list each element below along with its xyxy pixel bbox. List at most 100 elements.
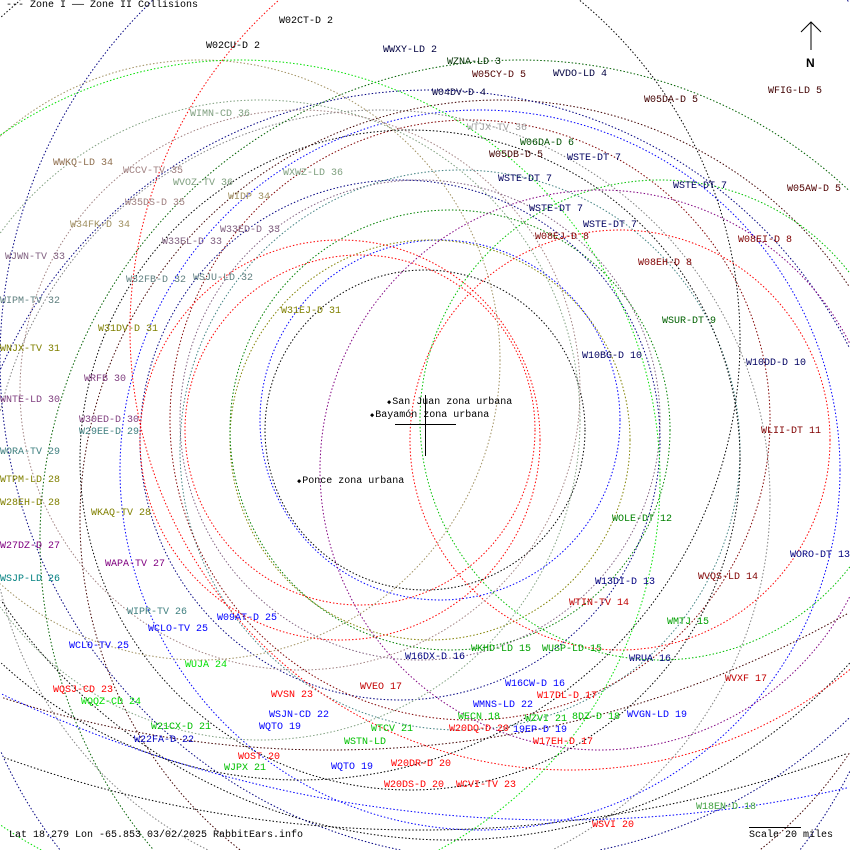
station-label[interactable]: WNJX-TV 31	[0, 344, 61, 355]
station-label[interactable]: 19EP-D 19	[513, 725, 568, 736]
station-label[interactable]: WIPR-TV 26	[127, 607, 188, 618]
station-label[interactable]: WMTJ 15	[667, 617, 710, 628]
station-label[interactable]: WSTN-LD	[344, 737, 387, 748]
station-label[interactable]: WVGN-LD 19	[627, 710, 688, 721]
station-label[interactable]: W30ED-D 30	[79, 415, 140, 426]
station-label[interactable]: WVQS-LD 14	[698, 572, 759, 583]
station-label[interactable]: WQTO 19	[259, 722, 302, 733]
station-label[interactable]: WMNS-LD 22	[473, 700, 534, 711]
station-label[interactable]: WJPX 21	[224, 763, 267, 774]
station-label[interactable]: W05CY-D 5	[472, 70, 527, 81]
station-label[interactable]: W22FA-D 22	[134, 735, 195, 746]
station-label[interactable]: WORA-TV 29	[0, 447, 61, 458]
station-label[interactable]: W31EJ-D 31	[281, 306, 342, 317]
station-label[interactable]: WQTO 19	[331, 762, 374, 773]
station-label[interactable]: WSJP-LD 26	[0, 574, 61, 585]
station-label[interactable]: W13DI-D 13	[595, 577, 656, 588]
station-label[interactable]: W21CX-D 21	[151, 722, 212, 733]
station-label[interactable]: WNTE-LD 30	[0, 395, 61, 406]
station-label[interactable]: WQQZ-CD 24	[81, 697, 142, 708]
station-label[interactable]: WTIN-TV 14	[569, 598, 630, 609]
station-label[interactable]: W05DA-D 5	[644, 95, 699, 106]
coverage-arc	[0, 599, 850, 841]
station-label[interactable]: WVSN 23	[271, 690, 314, 701]
station-label[interactable]: W28EH-D 28	[0, 498, 61, 509]
station-label[interactable]: WSUR-DT 9	[662, 316, 717, 327]
station-label[interactable]: WCLO-TV 25	[69, 641, 130, 652]
station-label[interactable]: WTCV 21	[371, 724, 414, 735]
station-label[interactable]: WTPM-LD 28	[0, 475, 61, 486]
station-label[interactable]: W09AT-D 25	[217, 613, 278, 624]
station-label[interactable]: W04DV-D 4	[432, 88, 487, 99]
station-label[interactable]: WUSP-LD 15	[542, 644, 603, 655]
station-label[interactable]: WJWN-TV 33	[5, 252, 66, 263]
station-label[interactable]: WORO-DT 13	[790, 550, 850, 561]
station-label[interactable]: W05AW-D 5	[787, 184, 842, 195]
station-label[interactable]: W08EJ-D 8	[535, 232, 590, 243]
station-label[interactable]: WSTE-DT 7	[567, 153, 622, 164]
station-label[interactable]: 8DZ-D 18	[572, 712, 621, 723]
station-label[interactable]: WOST 20	[238, 752, 281, 763]
station-label[interactable]: WWXY-LD 2	[383, 45, 438, 56]
station-label[interactable]: W31DV-D 31	[98, 324, 159, 335]
station-label[interactable]: W05DB-D 5	[489, 150, 544, 161]
station-label[interactable]: W27DZ-D 27	[0, 541, 61, 552]
station-label[interactable]: WVDO-LD 4	[553, 69, 608, 80]
station-label[interactable]: WCCV-TV 35	[123, 166, 184, 177]
station-label[interactable]: WSTE-DT 7	[583, 220, 638, 231]
station-label[interactable]: WTJX-TV 36	[467, 123, 528, 134]
station-label[interactable]: W33ED-D 33	[220, 225, 281, 236]
station-label[interactable]: WRFB 30	[84, 374, 127, 385]
station-label[interactable]: WKHD-LD 15	[471, 644, 532, 655]
station-label[interactable]: WSJN-CD 22	[269, 710, 330, 721]
station-label[interactable]: W02CU-D 2	[206, 41, 261, 52]
station-label[interactable]: WRUA 16	[629, 654, 672, 665]
station-label[interactable]: WIPM-TV 32	[0, 296, 61, 307]
station-label[interactable]: WSTE-DT 7	[529, 204, 584, 215]
station-label[interactable]: W17EH-D 17	[533, 737, 594, 748]
station-label[interactable]: W16CW-D 16	[505, 679, 566, 690]
station-label[interactable]: WZVI 21	[525, 714, 568, 725]
station-label[interactable]: W08EH-D 8	[638, 258, 693, 269]
station-label[interactable]: WECN 18	[458, 712, 501, 723]
station-label[interactable]: W34FK-D 34	[70, 220, 131, 231]
station-label[interactable]: WAPA-TV 27	[105, 559, 166, 570]
station-label[interactable]: WCLO-TV 25	[148, 624, 209, 635]
station-label[interactable]: WVEO 17	[360, 682, 403, 693]
station-label[interactable]: WWKQ-LD 34	[53, 158, 114, 169]
station-label[interactable]: W16DX-D 16	[405, 652, 466, 663]
station-label[interactable]: WVOZ-TV 36	[173, 178, 234, 189]
station-label[interactable]: WOLE-DT 12	[612, 514, 673, 525]
station-label[interactable]: W35DS-D 35	[125, 198, 186, 209]
station-label[interactable]: WSJU-LD 32	[193, 273, 254, 284]
station-label[interactable]: WUJA 24	[185, 660, 228, 671]
station-label[interactable]: W02CT-D 2	[279, 16, 334, 27]
station-label[interactable]: WFIG-LD 5	[768, 86, 823, 97]
station-label[interactable]: W33EL-D 33	[162, 237, 223, 248]
station-label[interactable]: WVXF 17	[725, 674, 768, 685]
station-label[interactable]: WQSJ-CD 23	[53, 685, 114, 696]
station-label[interactable]: WXWZ-LD 36	[283, 168, 344, 179]
station-label[interactable]: WLII-DT 11	[761, 426, 822, 437]
station-label[interactable]: W20DQ-D 20	[449, 724, 510, 735]
station-label[interactable]: W20DR-D 20	[391, 759, 452, 770]
station-label[interactable]: W17DL-D 17	[537, 691, 598, 702]
station-label[interactable]: W32FB-D 32	[126, 275, 187, 286]
station-label[interactable]: WSVI 20	[592, 820, 635, 831]
station-label[interactable]: WZNA-LD 3	[447, 57, 502, 68]
station-label[interactable]: WSTE-DT 7	[673, 181, 728, 192]
station-label[interactable]: W08EI-D 8	[738, 235, 793, 246]
station-label[interactable]: WSTE-DT 7	[498, 174, 553, 185]
station-label[interactable]: W18EN-D 18	[696, 802, 757, 813]
station-label[interactable]: WCVI-TV 23	[456, 780, 517, 791]
station-label[interactable]: W06DA-D 6	[520, 138, 575, 149]
station-label[interactable]: W10DD-D 10	[746, 358, 807, 369]
station-label[interactable]: WIDP 34	[228, 192, 271, 203]
station-label[interactable]: W10BG-D 10	[582, 351, 643, 362]
station-label[interactable]: WIMN-CD 36	[190, 109, 251, 120]
station-label[interactable]: W20DS-D 20	[384, 780, 445, 791]
station-label[interactable]: WKAQ-TV 28	[91, 508, 152, 519]
station-label[interactable]: W29EE-D 29	[79, 427, 140, 438]
city-marker: Ponce zona urbana	[297, 477, 404, 487]
